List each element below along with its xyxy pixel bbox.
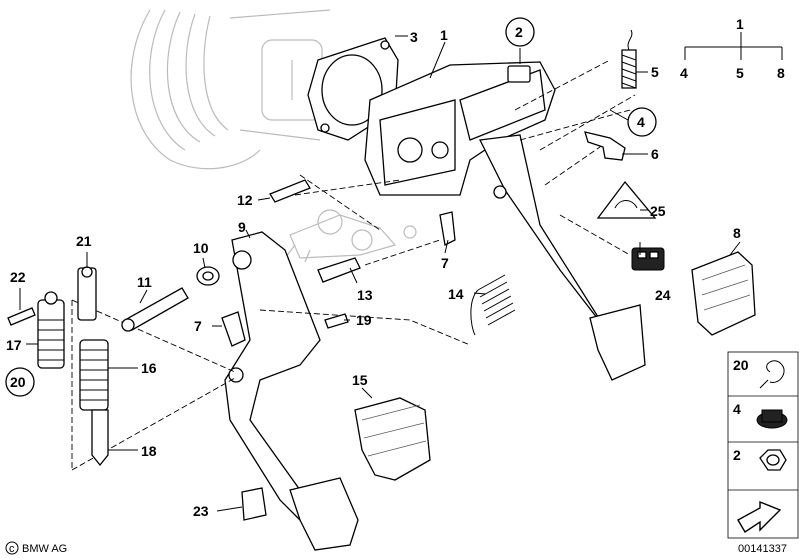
pedal-pad-part-8 [691, 251, 756, 336]
clutch-pedal-part-9 [224, 231, 359, 551]
warning-triangle-part-25 [596, 180, 657, 219]
callout-19: 19 [356, 312, 372, 328]
assembly-key-parent: 1 [736, 16, 744, 32]
view-arrow-icon [737, 500, 782, 533]
callout-2: 2 [515, 24, 523, 40]
callout-18: 18 [141, 443, 157, 459]
damper-top-part-21 [77, 266, 97, 321]
callout-11: 11 [137, 274, 152, 290]
callout-9: 9 [238, 219, 246, 235]
callout-14: 14 [448, 286, 464, 302]
callout-6: 6 [651, 146, 659, 162]
brake-pedal-arm [479, 134, 646, 381]
hex-nut-icon [759, 449, 787, 471]
callout-5: 5 [651, 64, 659, 80]
callout-17: 17 [6, 337, 22, 353]
callout-16: 16 [141, 360, 157, 376]
assembly-key: 1 4 5 8 [680, 16, 785, 81]
callout-1: 1 [440, 27, 448, 43]
callout-10: 10 [193, 240, 209, 256]
leader-lines [19, 32, 783, 512]
callout-circle-2 [505, 17, 535, 47]
diagram-id: 00141337 [738, 543, 787, 555]
callout-22: 22 [10, 269, 26, 285]
bolt-part-22 [7, 307, 36, 326]
brand-label: BMW AG [22, 543, 67, 555]
callout-7a: 7 [441, 255, 449, 271]
brake-booster-ghost [130, 9, 331, 170]
legend-label-20: 20 [733, 357, 749, 373]
bushing-part-10 [196, 266, 220, 286]
assembly-key-child-1: 4 [680, 65, 688, 81]
svg-text:c: c [9, 543, 15, 555]
callout-circle-20 [5, 367, 35, 397]
spring-part-5 [621, 29, 637, 89]
legend-label-2: 2 [733, 447, 741, 463]
pin-part-12 [269, 179, 311, 203]
callout-4: 4 [637, 114, 645, 130]
shaft-part-11 [121, 287, 189, 332]
pedal-pad-part-15 [354, 397, 431, 481]
clip-part-7a [439, 211, 456, 246]
clip-part-6 [584, 131, 626, 161]
assembly-key-child-3: 8 [777, 65, 785, 81]
rubber-nut-icon [756, 409, 788, 429]
callout-3: 3 [410, 29, 418, 45]
callout-12: 12 [237, 192, 253, 208]
callout-24: 24 [655, 287, 671, 303]
circlip-icon [759, 360, 785, 389]
footer: c BMW AG 00141337 [5, 541, 787, 555]
callout-23: 23 [193, 503, 209, 519]
copyright-icon [5, 541, 19, 555]
master-cylinder-ghost [284, 209, 417, 263]
legend-label-4: 4 [733, 401, 741, 417]
callout-25: 25 [650, 203, 666, 219]
clip-part-7b [221, 311, 246, 347]
callout-13: 13 [357, 287, 373, 303]
bolt-part-13 [317, 257, 361, 283]
damper-assembly-part-17 [37, 291, 65, 369]
callout-circle-4 [627, 107, 657, 137]
pin-part-19 [324, 313, 349, 329]
callout-labels: 3 1 2 5 4 6 25 24 8 12 9 10 11 7 13 14 7… [5, 17, 741, 519]
bump-stop-part-23 [241, 487, 267, 521]
pedal-bracket-part-1 [364, 61, 556, 196]
callout-20: 20 [10, 374, 26, 390]
switch-part-24 [631, 247, 665, 271]
spring-part-16 [79, 339, 109, 411]
small-parts-legend: 20 4 2 [727, 351, 799, 539]
callout-15: 15 [352, 372, 368, 388]
damper-bottom-part-18 [91, 409, 109, 467]
spring-part-14 [470, 274, 516, 336]
assembly-key-child-2: 5 [736, 65, 744, 81]
callout-21: 21 [76, 233, 92, 249]
callout-8: 8 [733, 225, 741, 241]
assembly-lines [71, 59, 636, 471]
callout-7b: 7 [194, 318, 202, 334]
